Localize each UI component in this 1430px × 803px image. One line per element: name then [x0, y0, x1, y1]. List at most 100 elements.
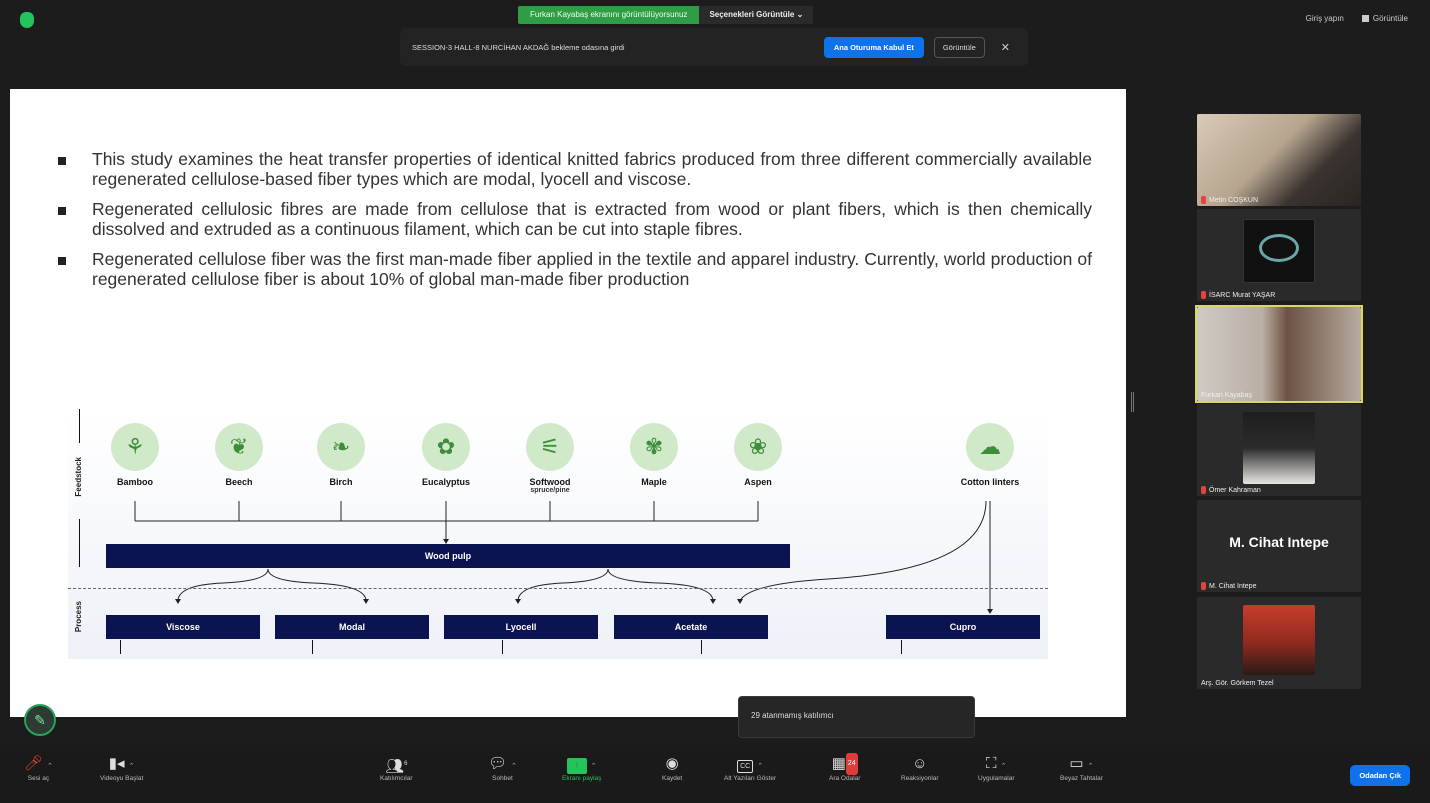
feedstock-sublabel: spruce/pine: [530, 487, 570, 494]
feedstock-label-text: Maple: [641, 477, 667, 487]
notification-message: SESSION-3 HALL-8 NURCİHAN AKDAĞ bekleme …: [412, 42, 625, 52]
view-waiting-button[interactable]: Görüntüle: [933, 36, 985, 58]
participant-display-name: M. Cihat Intepe: [1229, 534, 1329, 550]
process-tick: [312, 640, 313, 654]
participant-name-text: Metin COŞKUN: [1209, 196, 1259, 204]
share-screen-button[interactable]: ↑⌃Ekranı paylaş: [562, 753, 601, 782]
participants-count: 6: [404, 761, 408, 767]
breakout-badge: 24: [845, 753, 858, 775]
participant-tile[interactable]: Arş. Gör. Görkem Tezel: [1197, 597, 1361, 689]
participant-tile[interactable]: M. Cihat Intepe M. Cihat Intepe: [1197, 500, 1361, 592]
reactions-label: Reaksiyonlar: [901, 775, 939, 782]
unassigned-participants-toast: 29 atanmamış katılımcı: [738, 696, 975, 738]
feedstock-label-text: Bamboo: [117, 477, 153, 487]
grid-view-icon: [1361, 15, 1369, 23]
participant-name: Arş. Gör. Görkem Tezel: [1201, 680, 1274, 687]
start-video-label: Videoyu Başlat: [100, 775, 144, 782]
chevron-up-icon[interactable]: ⌃: [1087, 763, 1094, 770]
feedstock-cotton-linters: ☁Cotton linters: [940, 423, 1040, 487]
participant-photo: [1243, 412, 1315, 484]
beech-leaf-icon: ❦: [215, 423, 263, 471]
share-status-text: Furkan Kayabaş ekranını görüntülüyorsunu…: [518, 6, 700, 24]
chevron-up-icon[interactable]: ⌃: [128, 763, 135, 770]
apps-button[interactable]: ⛶⌃Uygulamalar: [978, 753, 1015, 782]
whiteboard-label: Beyaz Tahtalar: [1060, 775, 1103, 782]
bullet-item: Regenerated cellulosic fibres are made f…: [52, 199, 1092, 239]
reactions-icon: ☺: [912, 755, 928, 772]
whiteboard-icon: ▭: [1069, 755, 1084, 772]
participant-tile[interactable]: Ömer Kahraman: [1197, 404, 1361, 496]
process-modal: Modal: [275, 615, 429, 639]
record-button[interactable]: ◉Kaydet: [662, 753, 682, 782]
divider-dashed: [68, 588, 1048, 589]
wood-pulp-bar: Wood pulp: [106, 544, 790, 568]
view-options-button[interactable]: Seçenekleri Görüntüle ⌄: [699, 6, 814, 24]
feedstock-label-text: Softwood: [529, 477, 571, 487]
participant-name: M. Cihat Intepe: [1201, 582, 1256, 590]
process-tick: [502, 640, 503, 654]
participant-tile[interactable]: Metin COŞKUN: [1197, 114, 1361, 206]
chevron-up-icon[interactable]: ⌃: [1000, 763, 1007, 770]
participants-icon: 👥︎: [385, 758, 405, 775]
apps-label: Uygulamalar: [978, 775, 1015, 782]
feedstock-line-top: [79, 409, 80, 443]
record-label: Kaydet: [662, 775, 683, 782]
security-shield-icon[interactable]: [20, 12, 34, 28]
maple-leaf-icon: ✾: [630, 423, 678, 471]
participant-name-text: İSARC Murat YAŞAR: [1209, 291, 1276, 299]
share-screen-icon: ↑: [566, 758, 587, 774]
chat-label: Sohbet: [492, 775, 513, 782]
bullet-item: This study examines the heat transfer pr…: [52, 149, 1092, 189]
chevron-up-icon[interactable]: ⌃: [590, 763, 597, 770]
captions-button[interactable]: CC⌃Alt Yazıları Göster: [724, 753, 776, 782]
participant-tile-active-speaker[interactable]: Furkan Kayabaş: [1195, 305, 1363, 403]
unmute-label: Sesi aç: [27, 775, 50, 782]
participant-name: Ömer Kahraman: [1201, 486, 1261, 494]
close-icon[interactable]: ✕: [1000, 41, 1010, 54]
participant-video: [1197, 114, 1361, 206]
softwood-icon: ⚟: [526, 423, 574, 471]
logo-ring-icon: [1259, 234, 1299, 262]
chat-icon: 💬︎: [488, 755, 508, 772]
panel-resize-handle[interactable]: [1131, 392, 1134, 412]
muted-mic-icon: [1201, 291, 1206, 299]
whiteboard-button[interactable]: ▭⌃ Beyaz Tahtalar: [1060, 753, 1103, 782]
process-tick: [120, 640, 121, 654]
annotate-pen-button[interactable]: ✎: [24, 704, 56, 736]
feedstock-eucalyptus: ✿Eucalyptus: [401, 423, 491, 487]
chevron-up-icon[interactable]: ⌃: [757, 763, 764, 770]
leave-room-button[interactable]: Odadan Çık: [1350, 765, 1410, 786]
feedstock-label-text: Cotton linters: [960, 477, 1020, 487]
start-video-button[interactable]: ▮◂⌃Videoyu Başlat: [100, 753, 143, 782]
view-button[interactable]: Görüntüle: [1361, 14, 1408, 23]
admit-button[interactable]: Ana Oturuma Kabul Et: [823, 36, 924, 58]
chevron-up-icon[interactable]: ⌃: [47, 763, 53, 770]
signin-link[interactable]: Giriş yapın: [1305, 14, 1344, 23]
participant-name-text: Furkan Kayabaş: [1201, 392, 1252, 399]
unmute-button[interactable]: 🎤︎⌃Sesi aç: [24, 753, 53, 782]
reactions-button[interactable]: ☺ Reaksiyonlar: [901, 753, 939, 782]
birch-leaf-icon: ❧: [317, 423, 365, 471]
participant-name: Metin COŞKUN: [1201, 196, 1258, 204]
participants-label: Katılımcılar: [380, 775, 413, 782]
feedstock-label-text: Eucalyptus: [421, 477, 470, 487]
feedstock-label-text: Aspen: [744, 477, 772, 487]
feedstock-aspen: ❀Aspen: [713, 423, 803, 487]
slide-bullet-list: This study examines the heat transfer pr…: [52, 149, 1092, 299]
captions-label: Alt Yazıları Göster: [724, 775, 777, 782]
participant-name-text: M. Cihat Intepe: [1209, 582, 1257, 590]
participant-tile[interactable]: İSARC Murat YAŞAR: [1197, 209, 1361, 301]
process-cupro: Cupro: [886, 615, 1040, 639]
chat-button[interactable]: 💬︎⌃ Sohbet: [488, 753, 517, 782]
participant-name: İSARC Murat YAŞAR: [1201, 291, 1275, 299]
cellulose-process-diagram: Feedstock Process ⚘Bamboo ❦Beech ❧Birch …: [68, 409, 1048, 659]
participant-name-text: Arş. Gör. Görkem Tezel: [1201, 680, 1274, 687]
bamboo-icon: ⚘: [111, 423, 159, 471]
waiting-room-notification: SESSION-3 HALL-8 NURCİHAN AKDAĞ bekleme …: [400, 28, 1028, 66]
diagram-connectors: [134, 500, 993, 614]
chevron-up-icon[interactable]: ⌃: [511, 763, 517, 770]
breakout-label: Ara Odalar: [829, 775, 861, 782]
